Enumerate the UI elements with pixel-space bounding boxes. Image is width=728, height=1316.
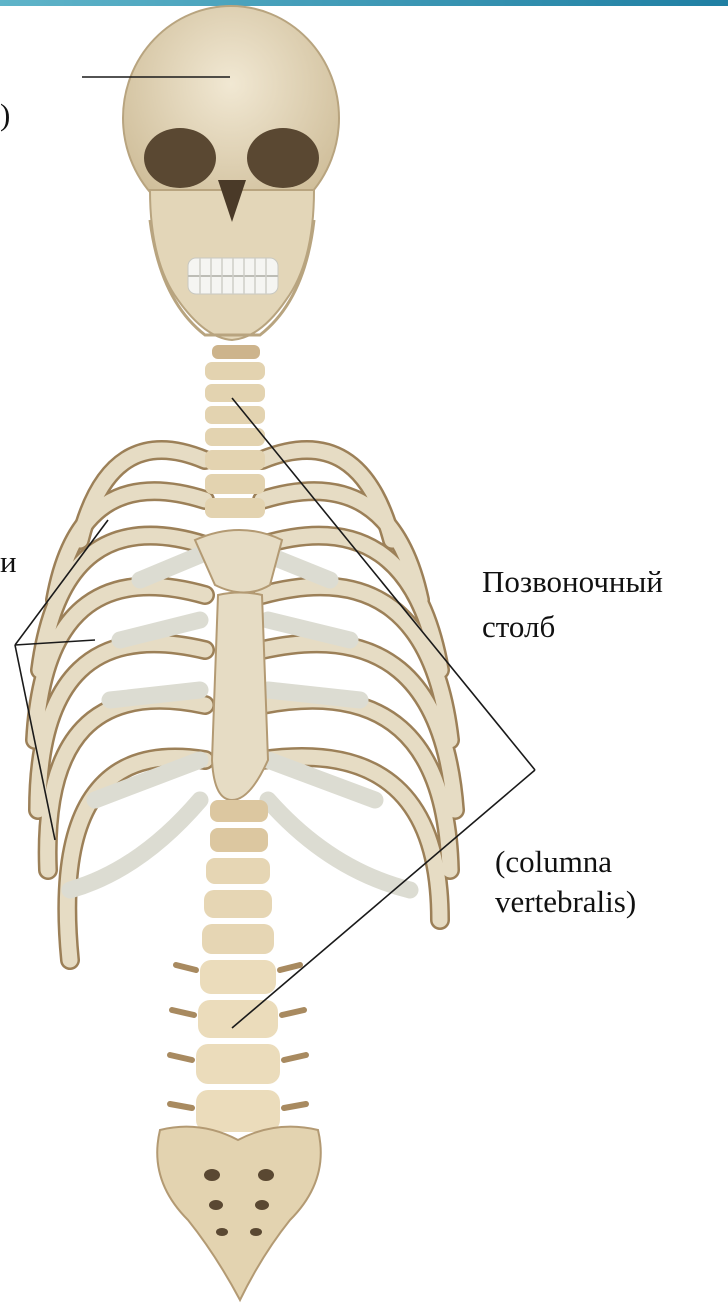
spine-label-russian-line2: столб [482, 610, 555, 644]
ribs-right-icon [262, 450, 455, 920]
skull-icon [123, 6, 339, 340]
ribs-left-icon [35, 450, 205, 960]
spine-label-latin-line2: vertebralis) [495, 885, 636, 919]
ribs-label-fragment: и [0, 545, 17, 579]
sacrum-icon [157, 1127, 321, 1300]
skull-label-fragment: ) [0, 98, 10, 132]
spine-label-latin-line1: (columna [495, 845, 612, 879]
spine-label-russian-line1: Позвоночный [482, 565, 663, 599]
